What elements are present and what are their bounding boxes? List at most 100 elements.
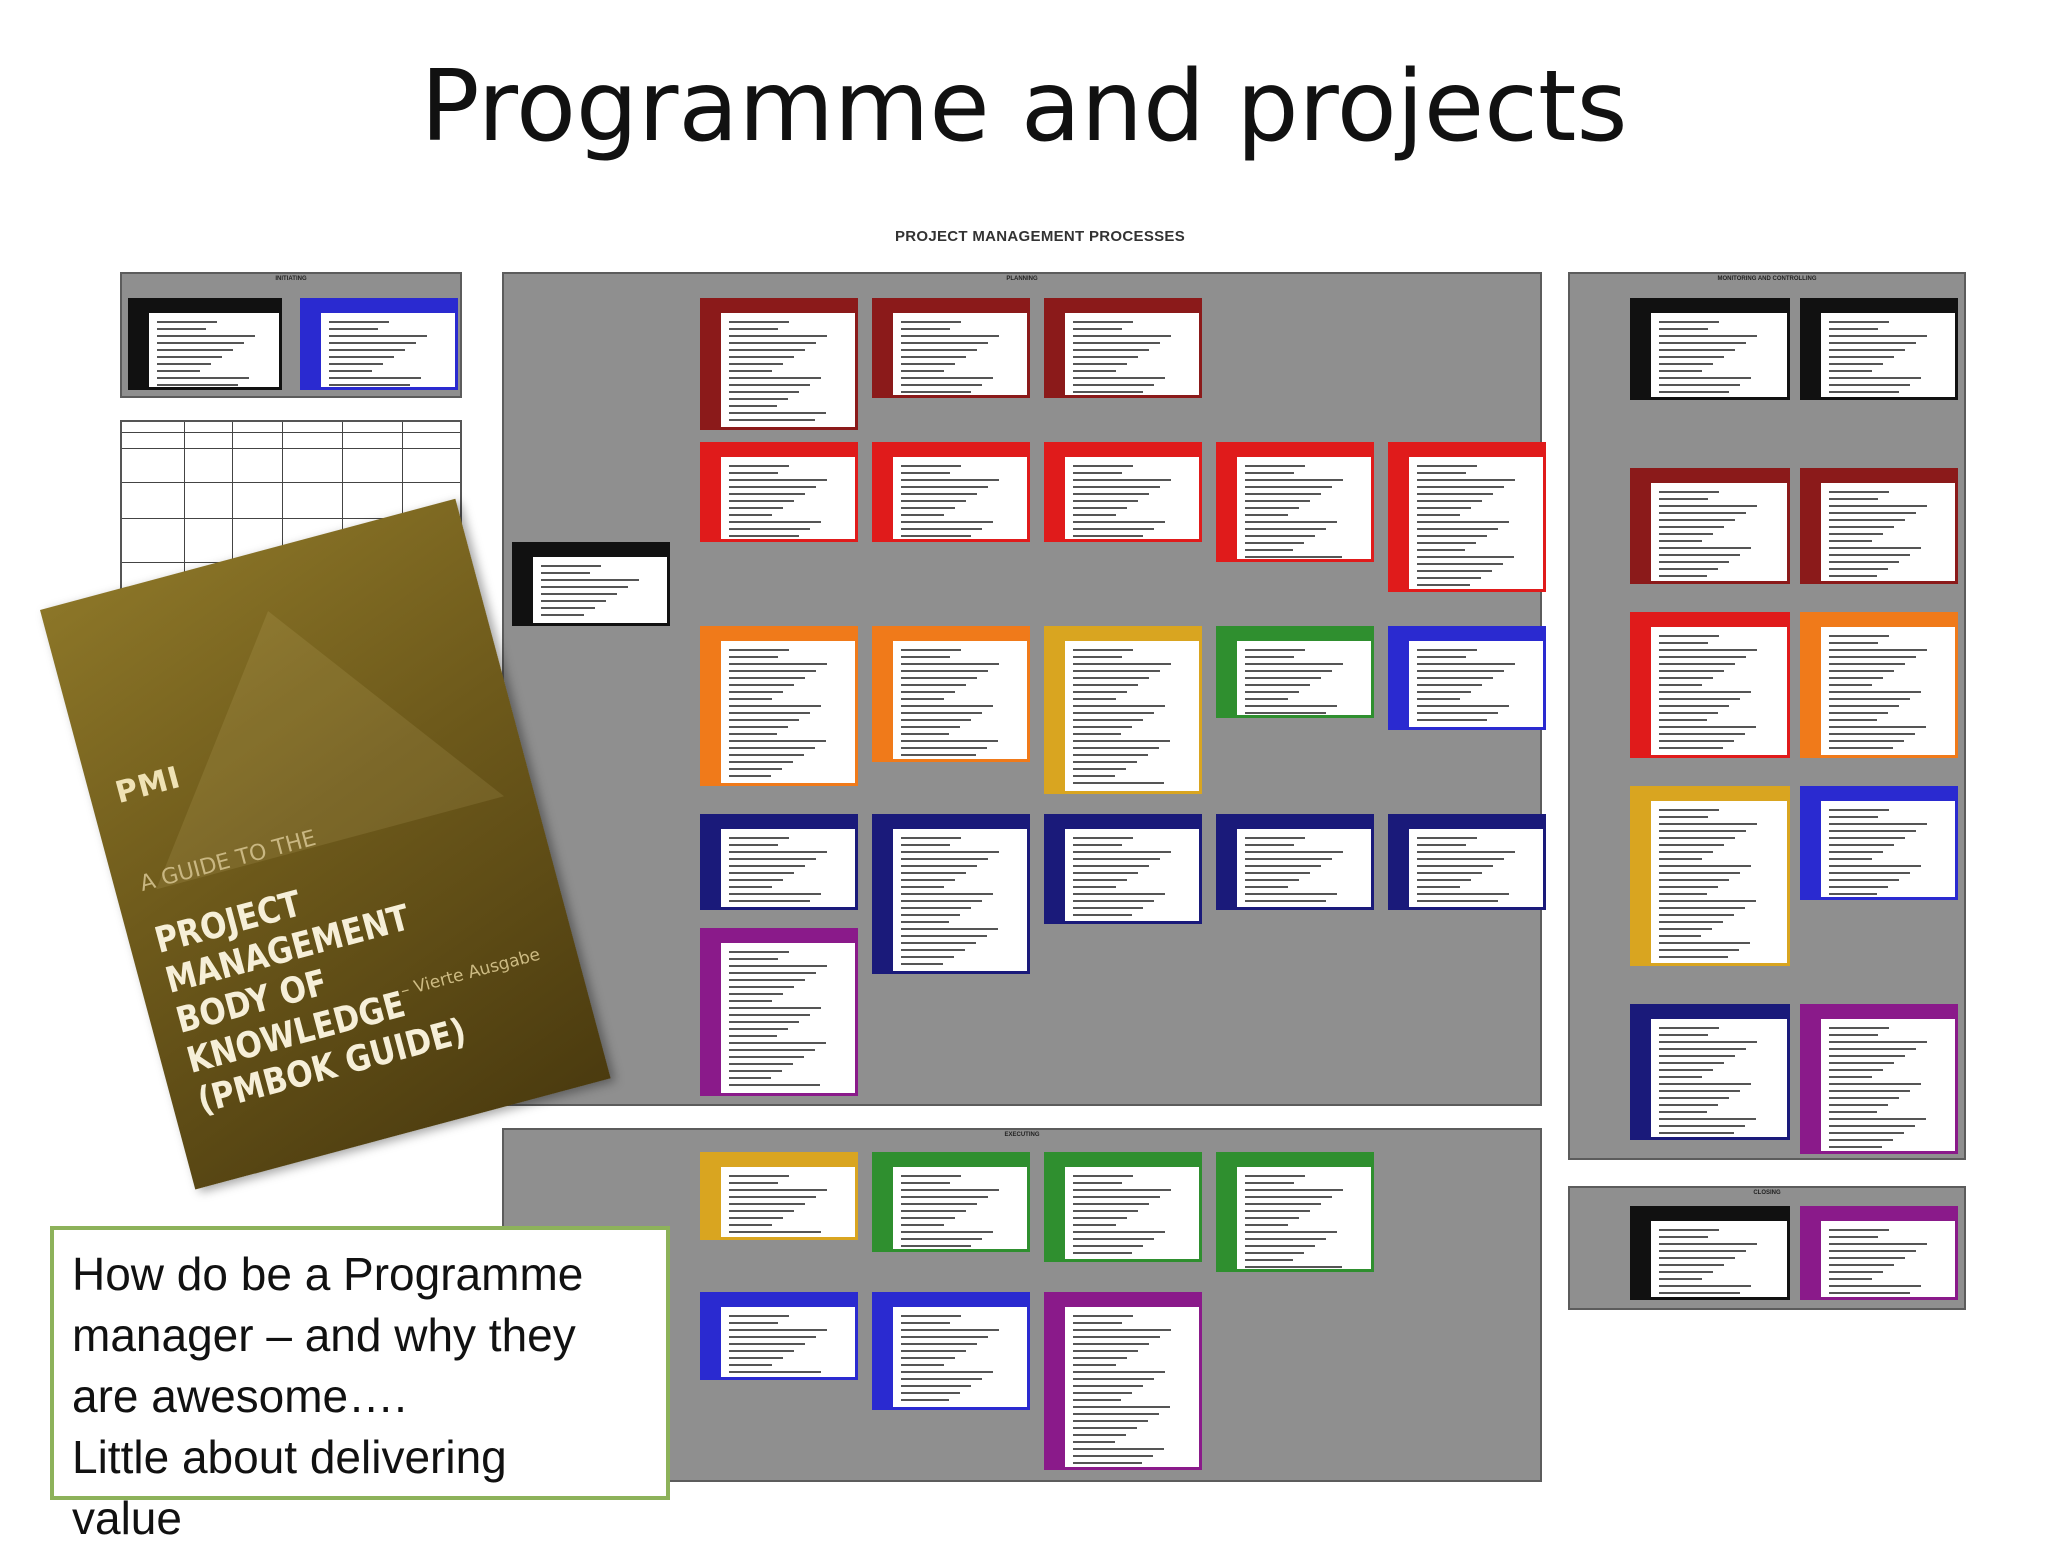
process-box	[1800, 298, 1958, 400]
process-box-header	[1651, 471, 1787, 483]
process-box-line	[1829, 684, 1872, 686]
process-box-header	[893, 1295, 1027, 1307]
process-box-line	[1417, 844, 1466, 846]
process-box-line	[729, 1196, 816, 1198]
process-box-line	[1417, 677, 1493, 679]
process-box-line	[1829, 519, 1905, 521]
process-box-line	[1659, 1097, 1729, 1099]
process-box-line	[729, 1224, 772, 1226]
process-box-line	[1659, 809, 1719, 811]
process-box-line	[1073, 719, 1143, 721]
process-box-line	[729, 754, 804, 756]
process-box-line	[1245, 542, 1304, 544]
process-box-line	[729, 965, 827, 967]
process-box-line	[729, 1028, 788, 1030]
process-box-line	[1245, 493, 1321, 495]
callout-line: are awesome….	[72, 1370, 407, 1422]
process-box-line	[1829, 705, 1899, 707]
process-box-header	[893, 445, 1027, 457]
process-box-sidebar	[703, 1155, 721, 1237]
process-box-line	[729, 656, 778, 658]
process-box-line	[1829, 1055, 1905, 1057]
process-box-line	[1829, 1132, 1904, 1134]
process-box-line	[729, 740, 826, 742]
process-box-header	[721, 817, 855, 829]
process-box-line	[1245, 698, 1288, 700]
process-box-line	[1073, 907, 1143, 909]
monitoring-label: MONITORING AND CONTROLLING	[1717, 276, 1817, 282]
process-box-line	[901, 865, 977, 867]
process-box-line	[1245, 521, 1337, 523]
process-box-line	[1829, 533, 1883, 535]
process-box-line	[901, 649, 961, 651]
process-box-line	[1245, 1196, 1332, 1198]
process-box-line	[1073, 775, 1115, 777]
process-box	[1044, 1292, 1202, 1470]
process-box-line	[1829, 649, 1927, 651]
process-box-line	[1659, 726, 1756, 728]
process-box-line	[729, 507, 783, 509]
process-box-line	[729, 1007, 821, 1009]
process-box-line	[1829, 1125, 1915, 1127]
process-box-line	[1829, 575, 1877, 577]
process-box-line	[1073, 691, 1127, 693]
process-box-line	[1659, 370, 1702, 372]
process-box-line	[729, 733, 777, 735]
process-box-header	[1821, 1007, 1955, 1019]
process-box-line	[1829, 712, 1888, 714]
process-box-header	[1065, 301, 1199, 313]
process-box-sidebar	[303, 301, 321, 387]
process-box-line	[1829, 809, 1889, 811]
process-box-line	[901, 1175, 961, 1177]
process-box-line	[1417, 719, 1487, 721]
process-box-line	[1073, 1385, 1143, 1387]
process-box-sidebar	[1633, 471, 1651, 581]
process-box-line	[1073, 528, 1154, 530]
process-box-line	[1659, 1055, 1735, 1057]
process-box-line	[901, 684, 966, 686]
process-box-line	[1073, 1406, 1170, 1408]
process-box-sidebar	[703, 301, 721, 427]
process-box-header	[1821, 789, 1955, 801]
process-box-line	[1073, 1336, 1160, 1338]
process-box-sidebar	[875, 817, 893, 971]
process-box-line	[1659, 491, 1719, 493]
process-box-header	[1651, 615, 1787, 627]
process-box	[1216, 1152, 1374, 1272]
process-box-line	[729, 1231, 821, 1233]
process-box-line	[1245, 712, 1326, 714]
process-box-line	[157, 384, 238, 386]
closing-label: CLOSING	[1753, 1190, 1781, 1196]
process-box-line	[541, 565, 601, 567]
process-box-sidebar	[703, 931, 721, 1093]
callout-box: How do be a Programme manager – and why …	[50, 1226, 670, 1544]
process-box-line	[1659, 851, 1713, 853]
process-box-line	[1417, 556, 1514, 558]
process-box-line	[1829, 1083, 1921, 1085]
process-box-line	[1829, 677, 1883, 679]
process-box-line	[901, 1231, 993, 1233]
process-box-line	[1659, 823, 1757, 825]
process-box-line	[729, 321, 789, 323]
process-box-line	[901, 921, 949, 923]
process-box-line	[1829, 740, 1904, 742]
process-box-line	[1073, 349, 1149, 351]
process-box-line	[729, 1077, 771, 1079]
process-box-line	[729, 419, 815, 421]
process-box-line	[729, 1042, 826, 1044]
process-box-line	[901, 844, 950, 846]
process-box-line	[729, 649, 789, 651]
process-box-line	[1073, 1413, 1159, 1415]
process-box	[1388, 814, 1546, 910]
process-box-line	[1245, 1245, 1315, 1247]
process-box-line	[157, 377, 249, 379]
process-box-line	[1245, 1238, 1326, 1240]
process-box-line	[901, 754, 976, 756]
process-box-line	[1073, 1441, 1115, 1443]
process-box-line	[729, 1070, 782, 1072]
process-box-line	[1073, 1392, 1132, 1394]
process-box-line	[1417, 507, 1471, 509]
process-box-sidebar	[875, 1295, 893, 1407]
process-box-line	[1659, 935, 1701, 937]
process-box-line	[729, 851, 827, 853]
